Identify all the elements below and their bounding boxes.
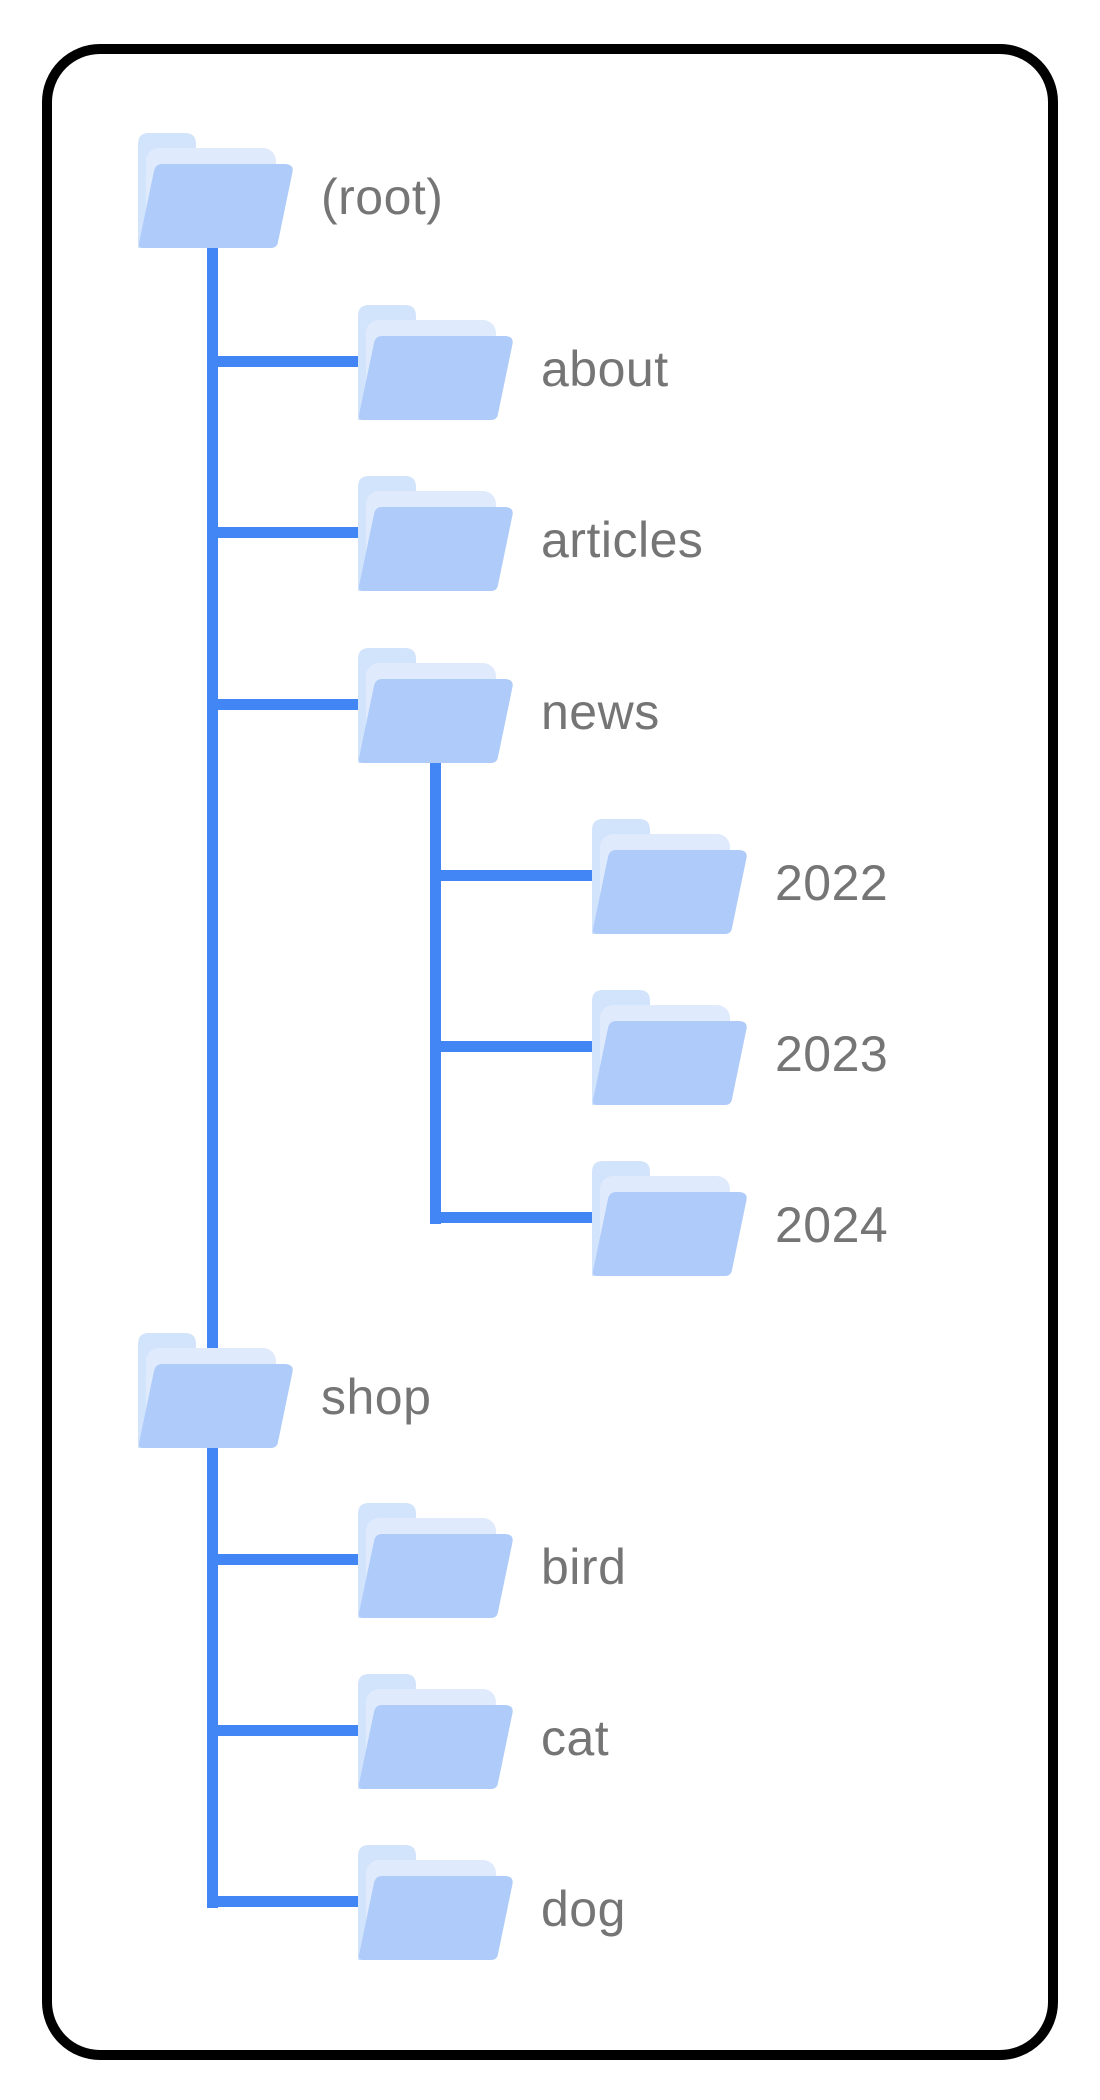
branch-articles: [207, 527, 380, 538]
branch-2022: [430, 870, 610, 881]
tree-node-news: news: [358, 648, 660, 763]
folder-icon: [592, 1161, 747, 1276]
folder-label: 2023: [775, 1025, 889, 1082]
branch-about: [207, 356, 380, 367]
folder-label: about: [541, 340, 669, 397]
tree-node-2024: 2024: [592, 1161, 888, 1276]
branch-bird: [207, 1554, 380, 1565]
folder-label: news: [541, 683, 660, 740]
folder-label: (root): [321, 168, 444, 225]
folder-icon: [358, 476, 513, 591]
trunk-root: [207, 240, 218, 1908]
trunk-news: [430, 755, 441, 1224]
folder-icon: [358, 1845, 513, 1960]
folder-icon: [358, 305, 513, 420]
branch-news: [207, 699, 380, 710]
tree-node-cat: cat: [358, 1674, 609, 1789]
folder-icon: [138, 133, 293, 248]
tree-node-dog: dog: [358, 1845, 626, 1960]
folder-icon: [592, 990, 747, 1105]
folder-icon: [138, 1333, 293, 1448]
tree-node-2022: 2022: [592, 819, 888, 934]
folder-label: 2024: [775, 1196, 889, 1253]
branch-2023: [430, 1041, 610, 1052]
folder-label: 2022: [775, 854, 889, 911]
branch-cat: [207, 1725, 380, 1736]
folder-label: articles: [541, 511, 704, 568]
folder-icon: [592, 819, 747, 934]
folder-label: bird: [541, 1538, 627, 1595]
tree-node-bird: bird: [358, 1503, 626, 1618]
tree-node-shop: shop: [138, 1333, 431, 1448]
tree-node-2023: 2023: [592, 990, 888, 1105]
tree-node-about: about: [358, 305, 669, 420]
branch-2024: [430, 1212, 610, 1223]
folder-label: dog: [541, 1880, 626, 1937]
folder-icon: [358, 1674, 513, 1789]
folder-icon: [358, 648, 513, 763]
folder-label: cat: [541, 1709, 610, 1766]
tree-node-root: (root): [138, 133, 443, 248]
folder-label: shop: [321, 1368, 432, 1425]
folder-icon: [358, 1503, 513, 1618]
branch-dog: [207, 1896, 380, 1907]
tree-node-articles: articles: [358, 476, 703, 591]
